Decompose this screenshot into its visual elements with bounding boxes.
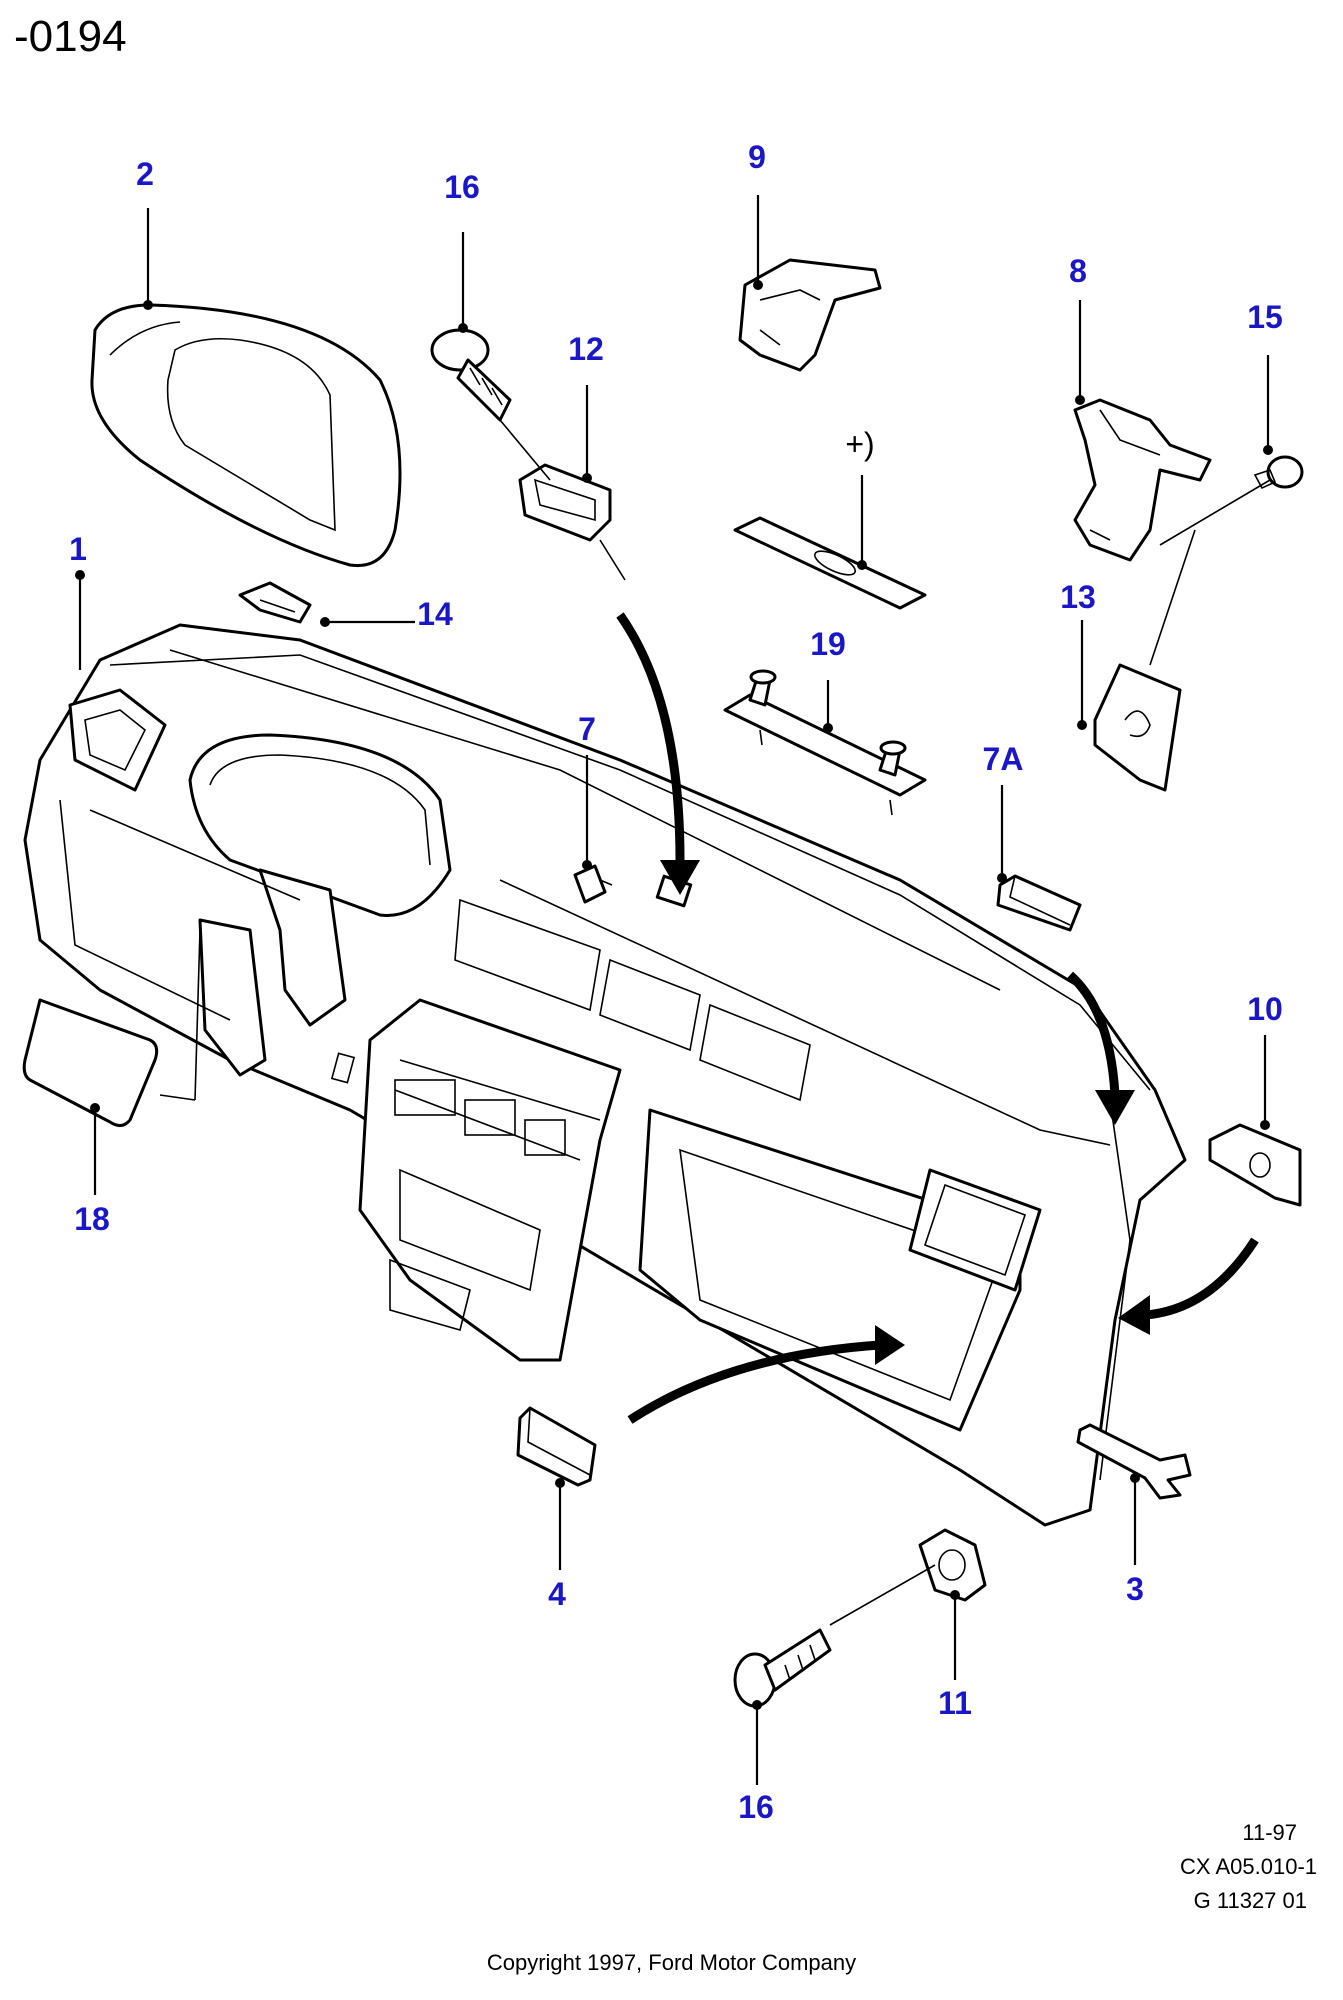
callout-15: 15 xyxy=(1247,299,1283,335)
callout-labels: 2 1 16 12 9 +) 8 15 14 13 19 7 7A 10 18 … xyxy=(69,139,1283,1825)
cluster-hood-part-2 xyxy=(90,303,402,568)
copyright-notice: Copyright 1997, Ford Motor Company xyxy=(486,1950,857,1975)
bracket-part-9 xyxy=(738,258,882,372)
diagram-date: 11-97 xyxy=(1242,1820,1297,1845)
callout-14: 14 xyxy=(417,596,453,632)
bracket-part-19 xyxy=(723,669,927,816)
callout-2: 2 xyxy=(136,156,154,192)
leader-lines xyxy=(75,195,1273,1785)
callout-10: 10 xyxy=(1247,991,1283,1027)
nut-part-15 xyxy=(1253,455,1304,490)
strip-part-note xyxy=(733,516,927,610)
assembly-lines xyxy=(159,419,1271,1626)
callout-7a: 7A xyxy=(983,741,1024,777)
callout-18: 18 xyxy=(74,1201,110,1237)
screw-part-16-top xyxy=(430,328,512,422)
illustration-number: G 11327 01 xyxy=(1193,1888,1307,1913)
callout-11: 11 xyxy=(938,1685,972,1721)
note-plus: +) xyxy=(845,426,874,462)
cover-part-18 xyxy=(22,998,159,1127)
callout-13: 13 xyxy=(1060,579,1096,615)
assembly-arrows xyxy=(616,612,1259,1424)
bracket-part-13 xyxy=(1093,663,1182,792)
cap-part-4 xyxy=(516,1406,597,1487)
bracket-part-8 xyxy=(1073,398,1212,562)
diagram-code: -0194 xyxy=(14,12,127,61)
callout-9: 9 xyxy=(748,139,766,175)
rod-part-3 xyxy=(1076,1423,1192,1500)
clip-part-14 xyxy=(238,581,312,624)
callout-3: 3 xyxy=(1126,1571,1144,1607)
callout-16-top: 16 xyxy=(444,169,480,205)
callout-7: 7 xyxy=(578,711,596,747)
callout-19: 19 xyxy=(810,626,846,662)
instrument-panel-part-1 xyxy=(23,623,1187,1527)
callout-4: 4 xyxy=(548,1576,566,1612)
callout-8: 8 xyxy=(1069,253,1087,289)
diagram-reference: CX A05.010-1 xyxy=(1180,1854,1317,1879)
screw-part-16-bottom xyxy=(733,1628,832,1708)
callout-1: 1 xyxy=(69,531,87,567)
grommet-part-12 xyxy=(518,463,612,542)
callout-16-bottom: 16 xyxy=(738,1789,774,1825)
block-part-7a xyxy=(996,874,1082,932)
bracket-part-10 xyxy=(1208,1123,1302,1207)
callout-12: 12 xyxy=(568,331,604,367)
grommet-part-11 xyxy=(918,1528,987,1602)
